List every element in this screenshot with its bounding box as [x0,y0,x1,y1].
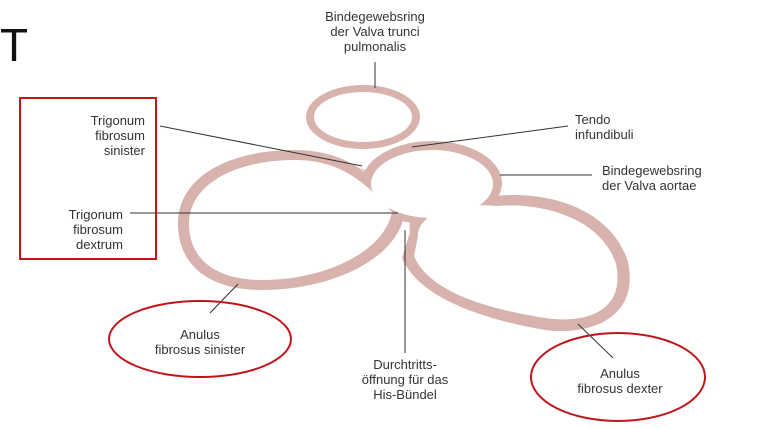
label-his-buendel: Durchtritts- öffnung für das His-Bündel [361,357,449,402]
cut-off-glyph: T [0,19,29,71]
label-anulus-sinister: Anulus fibrosus sinister [154,327,246,357]
highlight-annotations [19,97,706,422]
anulus-dexter-highlight [530,332,706,422]
trigonum-highlight-box [19,97,157,260]
lumen-valva-trunci-pulmonalis [314,92,412,142]
lumen-anulus-dexter [414,205,618,320]
label-valva-trunci-pulmonalis: Bindegewebsring der Valva trunci pulmona… [325,9,425,54]
leader-anulus-sinister [209,283,239,314]
leader-lines [130,62,614,359]
label-trigonum-sinister: Trigonum fibrosum sinister [90,113,145,158]
label-tendo-infundibuli: Tendo infundibuli [575,112,634,142]
lumen-anulus-sinister [189,160,392,280]
lumen-valva-aortae [371,150,493,218]
his-buendel-opening [402,224,408,230]
anulus-sinister-highlight [108,300,292,378]
leader-tendo [411,125,569,148]
leader-anulus-dexter [577,323,614,359]
label-anulus-dexter: Anulus fibrosus dexter [577,366,663,396]
leader-trigonum-sinister [159,125,363,167]
label-valva-aortae: Bindegewebsring der Valva aortae [602,163,702,193]
label-trigonum-dextrum: Trigonum fibrosum dextrum [68,207,123,252]
ring-lumens [189,92,618,320]
